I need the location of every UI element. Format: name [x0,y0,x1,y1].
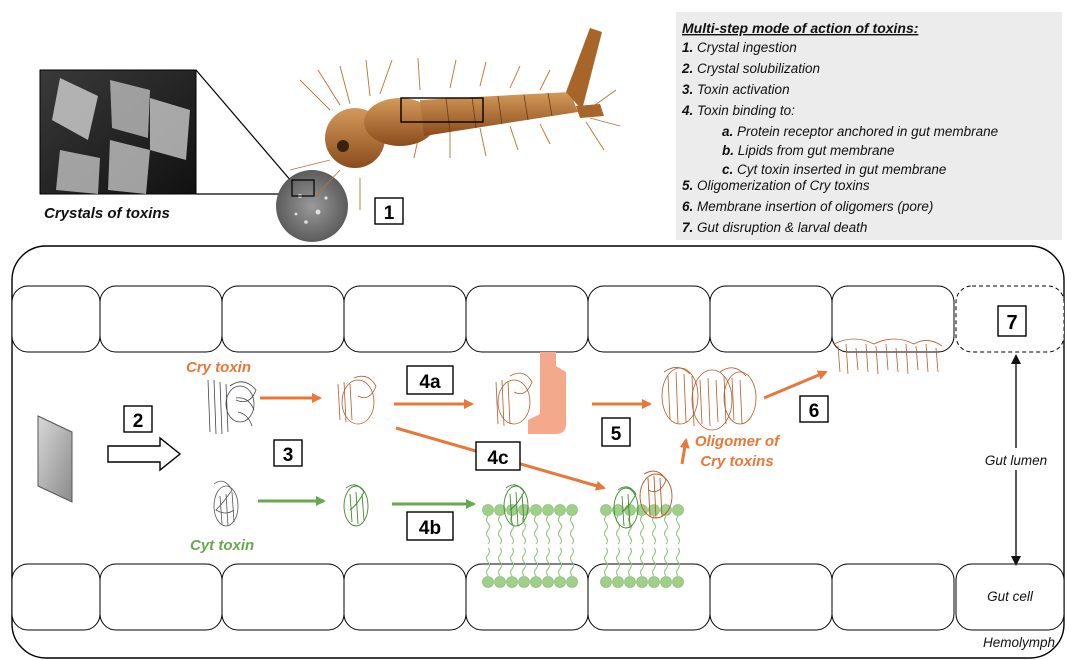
svg-text:5: 5 [611,424,622,445]
step-box-2: 2 [124,406,152,432]
lipid-head [673,577,684,588]
lipid-tail [629,516,632,544]
lipid-head [543,577,554,588]
lipid-head [567,577,578,588]
lipid-head [495,577,506,588]
lipid-head [673,505,684,516]
crystals-label: Crystals of toxins [44,205,170,222]
bottom-cell-row [12,564,1064,630]
insertion-arrow [764,372,826,398]
lipid-head [613,577,624,588]
legend-step-1: 1. Crystal ingestion [682,40,797,55]
lipid-head [555,577,566,588]
lipid-tail [559,516,562,544]
lipid-head [567,505,578,516]
step-box-7: 7 [998,306,1026,336]
legend-step-2: 2. Crystal solubilization [681,61,820,76]
lipid-head [649,577,660,588]
top-cell-row [12,286,954,352]
lipid-head [507,577,518,588]
lipid-head [507,505,518,516]
hemolymph-label: Hemolymph [983,635,1055,650]
lipid-tail [487,516,490,544]
legend-step-5: 5. Oligomerization of Cry toxins [682,178,870,193]
lipid-head [625,577,636,588]
gut-lumen-label: Gut lumen [985,453,1047,468]
legend-substep-a: a. Protein receptor anchored in gut memb… [722,124,998,139]
lipid-head [601,577,612,588]
cyt-protoxin [214,481,238,526]
zoom-line-top [196,70,292,182]
step-box-1: 1 [375,198,403,224]
crystal-in-lumen [38,416,72,502]
cry-toxin-label: Cry toxin [186,359,251,376]
lipid-head [601,505,612,516]
svg-text:1: 1 [384,203,395,224]
lipid-tail [605,516,608,544]
activated-cry-toxin [338,376,376,424]
lipid-head [555,505,566,516]
svg-text:4c: 4c [487,448,509,469]
cyt-toxin-label: Cyt toxin [190,537,254,554]
lipid-head [531,577,542,588]
oligomerization-arrow-b [682,440,686,464]
legend-step-7: 7. Gut disruption & larval death [682,220,867,235]
lipid-tail [653,516,656,544]
protein-receptor [528,352,566,434]
lipid-head [637,577,648,588]
svg-text:2: 2 [133,411,144,432]
lipid-tail [547,516,550,544]
legend-step-4: 4. Toxin binding to: [681,103,795,118]
legend-substep-c: c. Cyt toxin inserted in gut membrane [722,162,946,177]
lipid-tail [677,516,680,544]
mosquito-larva [290,28,620,210]
svg-text:4a: 4a [419,372,441,393]
gut-cell-label: Gut cell [987,589,1034,604]
lipid-tail [571,516,574,544]
lipid-tail [535,516,538,544]
lipid-head [625,505,636,516]
lipid-head [519,577,530,588]
legend-step-3: 3. Toxin activation [682,82,790,97]
lipid-head [531,505,542,516]
svg-text:3: 3 [283,445,294,466]
lipid-tail [499,516,502,544]
lipid-tail [641,516,644,544]
lipid-head [661,577,672,588]
svg-text:4b: 4b [419,518,441,539]
step-box-3: 3 [274,440,302,466]
cry-cyt-complex [614,471,672,528]
lipid-tail [665,516,668,544]
step-box-6: 6 [800,396,828,422]
svg-text:6: 6 [809,401,820,422]
cry-protoxin [208,380,256,434]
activated-cyt-toxin [344,485,368,526]
step-box-4a: 4a [407,366,453,394]
solubilization-arrow [108,438,180,470]
step-box-4c: 4c [476,442,520,470]
lipid-head [543,505,554,516]
lipid-head [483,577,494,588]
lipid-head [483,505,494,516]
step-box-4b: 4b [407,512,453,540]
legend-substep-b: b. Lipids from gut membrane [722,143,895,158]
svg-text:7: 7 [1006,312,1017,334]
legend-title: Multi-step mode of action of toxins: [682,20,918,36]
legend-step-6: 6. Membrane insertion of oligomers (pore… [682,199,933,214]
crystal-dish [276,170,348,242]
sem-micrograph [40,70,196,194]
oligomer-label-line2: Cry toxins [700,453,773,470]
cry-oligomer [662,367,756,430]
cry-bound-receptor [496,373,532,426]
step-box-5: 5 [602,418,630,446]
oligomer-label-line1: Oligomer of [695,433,781,450]
